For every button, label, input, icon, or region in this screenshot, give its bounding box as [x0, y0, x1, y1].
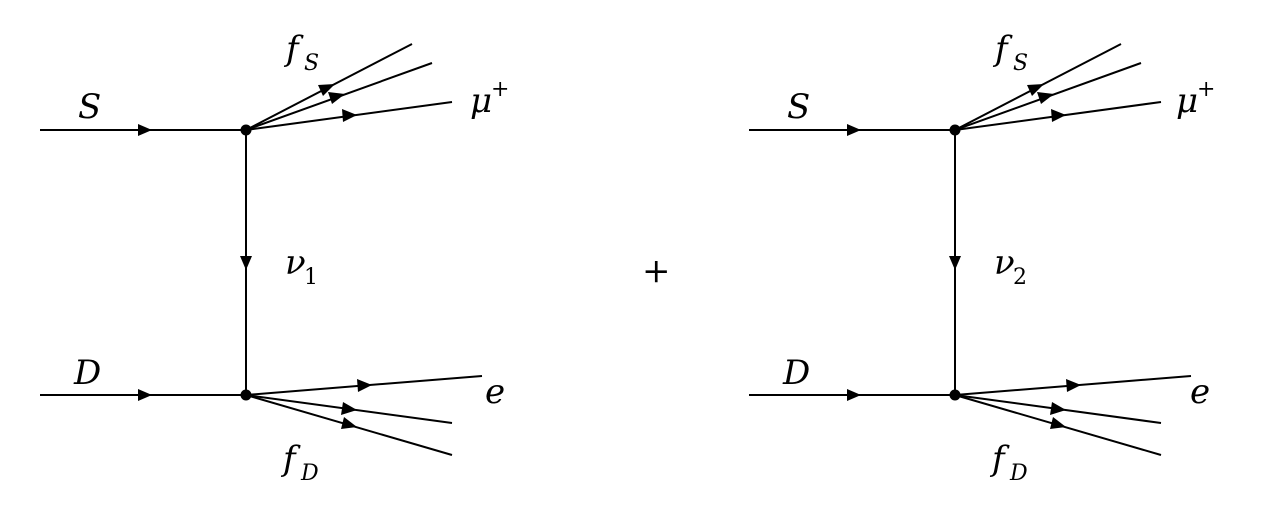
label-bottom-out: e — [485, 372, 505, 412]
label-top-out: μ + — [470, 77, 509, 121]
label-top-out-main: μ — [1176, 81, 1198, 121]
arrow-top-spray-1 — [1027, 84, 1044, 96]
top-spray — [954, 43, 1162, 131]
arrow-incoming-S — [138, 124, 152, 136]
vertex-bottom — [240, 389, 252, 401]
bottom-spray — [954, 375, 1192, 456]
label-top-spray: f S — [283, 29, 319, 76]
arrow-incoming-S — [847, 124, 861, 136]
label-top-out: μ + — [1176, 77, 1215, 121]
arrow-top-spray-3 — [1051, 109, 1066, 122]
label-top-out-superscript: + — [1197, 77, 1215, 102]
label-propagator-main: ν — [285, 243, 306, 283]
label-incoming-D: D — [782, 353, 810, 393]
arrow-bottom-spray-3 — [341, 417, 357, 429]
label-bottom-spray: f D — [989, 439, 1028, 486]
diagram-2: S D f S μ + ν 2 f D e — [749, 29, 1215, 486]
label-top-spray-main: f — [283, 29, 304, 69]
vertex-top — [240, 124, 252, 136]
operator-plus: + — [642, 251, 671, 291]
arrow-bottom-spray-2 — [341, 402, 357, 415]
vertex-top — [949, 124, 961, 136]
label-top-out-superscript: + — [491, 77, 509, 102]
label-top-spray-subscript: S — [1013, 51, 1028, 76]
diagram-1: S D f S μ + ν 1 f D e — [40, 29, 509, 486]
label-propagator-subscript: 1 — [304, 265, 318, 290]
label-bottom-spray-subscript: D — [1009, 461, 1028, 486]
label-bottom-spray: f D — [280, 439, 319, 486]
arrow-propagator — [240, 256, 252, 270]
arrow-bottom-spray-1 — [357, 379, 372, 392]
label-bottom-out: e — [1190, 372, 1210, 412]
arrow-top-spray-2 — [328, 92, 345, 104]
label-top-out-main: μ — [470, 81, 492, 121]
label-bottom-spray-main: f — [989, 439, 1010, 479]
label-top-spray: f S — [992, 29, 1028, 76]
arrow-top-spray-1 — [318, 84, 335, 96]
label-propagator: ν 2 — [994, 243, 1027, 290]
arrow-incoming-D — [138, 389, 152, 401]
label-propagator-subscript: 2 — [1013, 265, 1027, 290]
bottom-spray — [245, 375, 483, 456]
label-incoming-S: S — [78, 87, 101, 127]
arrow-propagator — [949, 256, 961, 270]
label-top-spray-subscript: S — [304, 51, 319, 76]
label-incoming-D: D — [73, 353, 101, 393]
label-bottom-spray-subscript: D — [300, 461, 319, 486]
label-top-spray-main: f — [992, 29, 1013, 69]
arrow-bottom-spray-2 — [1050, 402, 1066, 415]
arrow-bottom-spray-1 — [1066, 379, 1081, 392]
label-bottom-spray-main: f — [280, 439, 301, 479]
vertex-bottom — [949, 389, 961, 401]
label-propagator-main: ν — [994, 243, 1015, 283]
arrow-top-spray-2 — [1037, 92, 1054, 104]
arrow-bottom-spray-3 — [1050, 417, 1066, 429]
arrow-top-spray-3 — [342, 109, 357, 122]
arrow-incoming-D — [847, 389, 861, 401]
label-propagator: ν 1 — [285, 243, 318, 290]
top-spray — [245, 43, 453, 131]
label-incoming-S: S — [787, 87, 810, 127]
